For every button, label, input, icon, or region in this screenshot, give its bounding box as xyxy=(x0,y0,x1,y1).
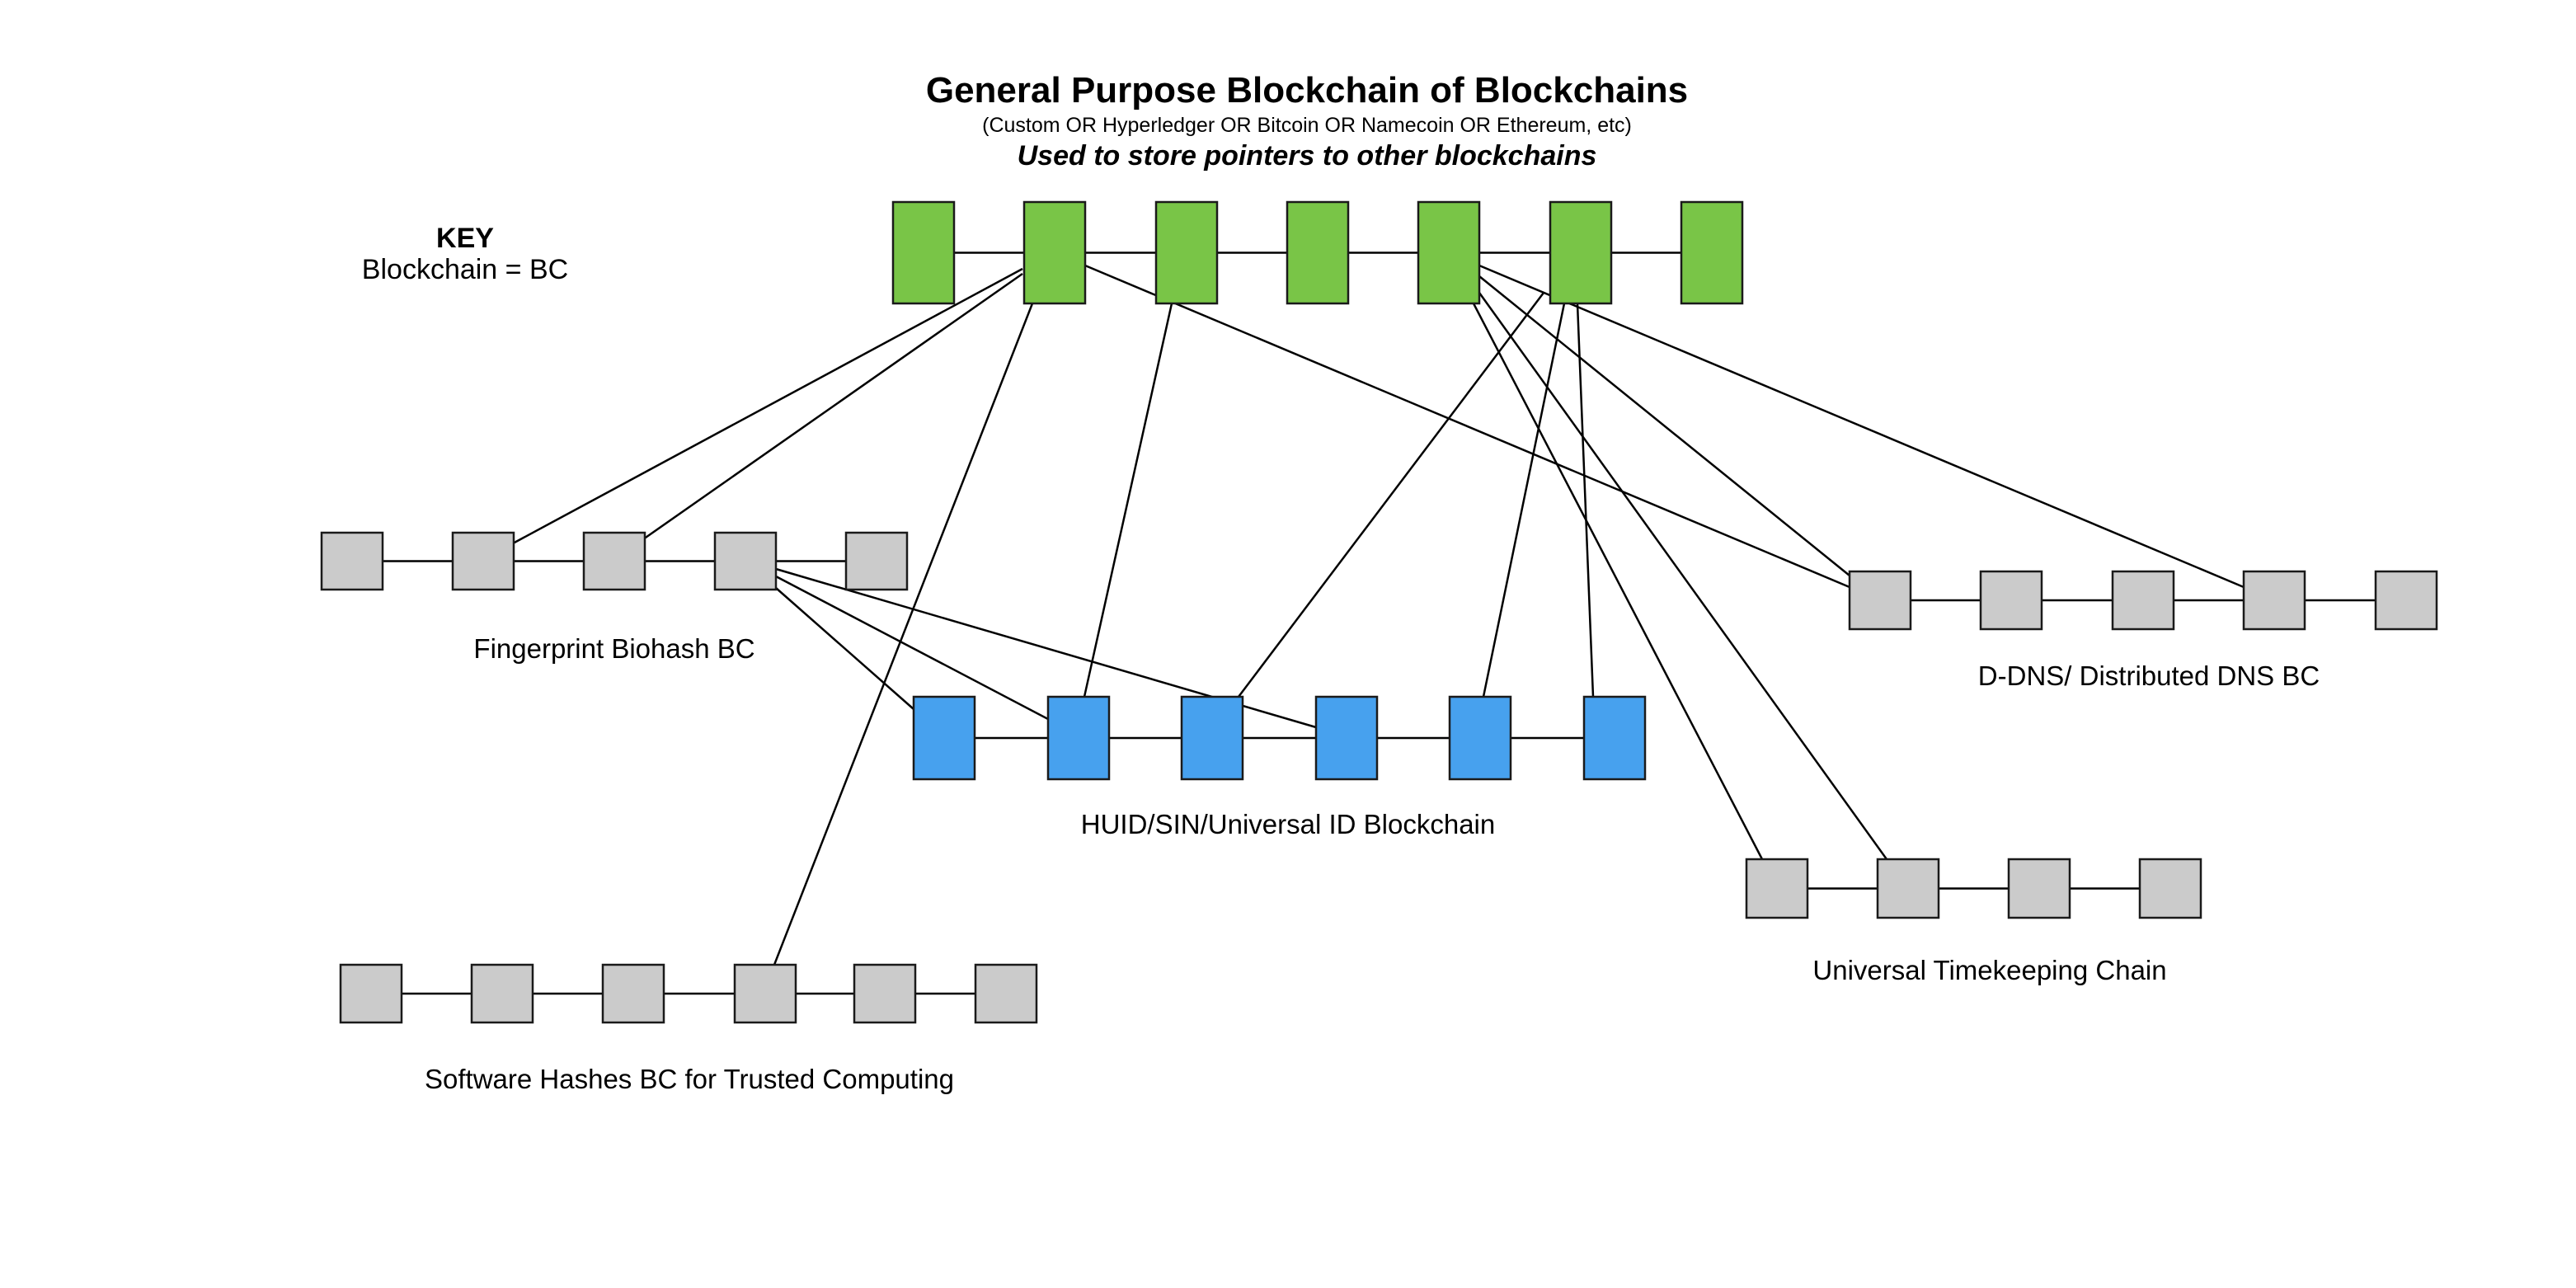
diagram-tagline: Used to store pointers to other blockcha… xyxy=(1017,140,1597,172)
pointer-line-main-5-to-timekeeping-1 xyxy=(1472,303,1764,860)
main-block-7 xyxy=(1680,200,1744,305)
pointer-lines xyxy=(512,264,2245,966)
software-block-6 xyxy=(974,963,1038,1024)
huid-block-4 xyxy=(1314,695,1379,781)
ddns-block-4 xyxy=(2242,570,2306,631)
chain-links xyxy=(383,251,2376,995)
pointer-line-main-6-to-huid-5 xyxy=(1482,303,1566,698)
software-block-2 xyxy=(470,963,534,1024)
main-block-5 xyxy=(1417,200,1481,305)
huid-chain xyxy=(912,695,1647,781)
fingerprint-block-2 xyxy=(451,531,515,591)
ddns-chain-label: D-DNS/ Distributed DNS BC xyxy=(1977,660,2320,691)
fingerprint-chain-label: Fingerprint Biohash BC xyxy=(473,633,755,664)
huid-block-2 xyxy=(1046,695,1111,781)
diagram-title: General Purpose Blockchain of Blockchain… xyxy=(925,70,1689,110)
huid-block-5 xyxy=(1448,695,1512,781)
pointer-line-main-6-to-huid-3 xyxy=(1238,292,1544,698)
software-chain-label: Software Hashes BC for Trusted Computing xyxy=(425,1064,954,1094)
pointer-line-main-2-to-fingerprint-2 xyxy=(512,267,1023,545)
software-block-1 xyxy=(339,963,403,1024)
huid-block-1 xyxy=(912,695,976,781)
fingerprint-chain xyxy=(320,531,909,591)
main-block-6 xyxy=(1549,200,1613,305)
software-block-5 xyxy=(853,963,917,1024)
timekeeping-chain-label: Universal Timekeeping Chain xyxy=(1812,955,2167,985)
pointer-line-main-2-to-fingerprint-3 xyxy=(642,272,1023,541)
pointer-line-main-6-to-huid-6 xyxy=(1576,303,1595,698)
timekeeping-block-3 xyxy=(2007,858,2071,919)
software-chain xyxy=(339,963,1038,1024)
diagram-subtitle: (Custom OR Hyperledger OR Bitcoin OR Nam… xyxy=(982,114,1632,137)
ddns-block-2 xyxy=(1979,570,2043,631)
ddns-block-3 xyxy=(2111,570,2175,631)
key-entry: Blockchain = BC xyxy=(361,254,569,285)
timekeeping-chain xyxy=(1745,858,2202,919)
timekeeping-block-1 xyxy=(1745,858,1809,919)
software-block-4 xyxy=(733,963,797,1024)
huid-block-6 xyxy=(1582,695,1647,781)
pointer-line-main-2-to-software-4 xyxy=(773,303,1034,966)
key-title: KEY xyxy=(436,223,494,254)
software-block-3 xyxy=(601,963,665,1024)
fingerprint-block-5 xyxy=(844,531,909,591)
fingerprint-block-4 xyxy=(713,531,778,591)
fingerprint-block-1 xyxy=(320,531,384,591)
ddns-block-5 xyxy=(2374,570,2438,631)
huid-block-3 xyxy=(1180,695,1244,781)
pointer-line-main-5-to-ddns-4 xyxy=(1478,264,2245,589)
ddns-block-1 xyxy=(1848,570,1912,631)
main-block-4 xyxy=(1286,200,1350,305)
blocks xyxy=(320,200,2438,1024)
pointer-line-main-3-to-huid-2 xyxy=(1083,303,1173,698)
timekeeping-block-2 xyxy=(1876,858,1940,919)
main-block-2 xyxy=(1022,200,1087,305)
pointer-line-fingerprint-4-to-huid-1 xyxy=(775,587,914,710)
pointer-line-main-2-to-ddns-1 xyxy=(1084,264,1850,589)
pointer-line-fingerprint-4-to-huid-2 xyxy=(775,575,1049,721)
huid-chain-label: HUID/SIN/Universal ID Blockchain xyxy=(1080,809,1496,839)
main-block-3 xyxy=(1154,200,1219,305)
main-chain xyxy=(891,200,1744,305)
main-block-1 xyxy=(891,200,956,305)
ddns-chain xyxy=(1848,570,2438,631)
timekeeping-block-4 xyxy=(2138,858,2202,919)
pointer-line-main-5-to-ddns-1 xyxy=(1478,275,1850,576)
fingerprint-block-3 xyxy=(582,531,646,591)
